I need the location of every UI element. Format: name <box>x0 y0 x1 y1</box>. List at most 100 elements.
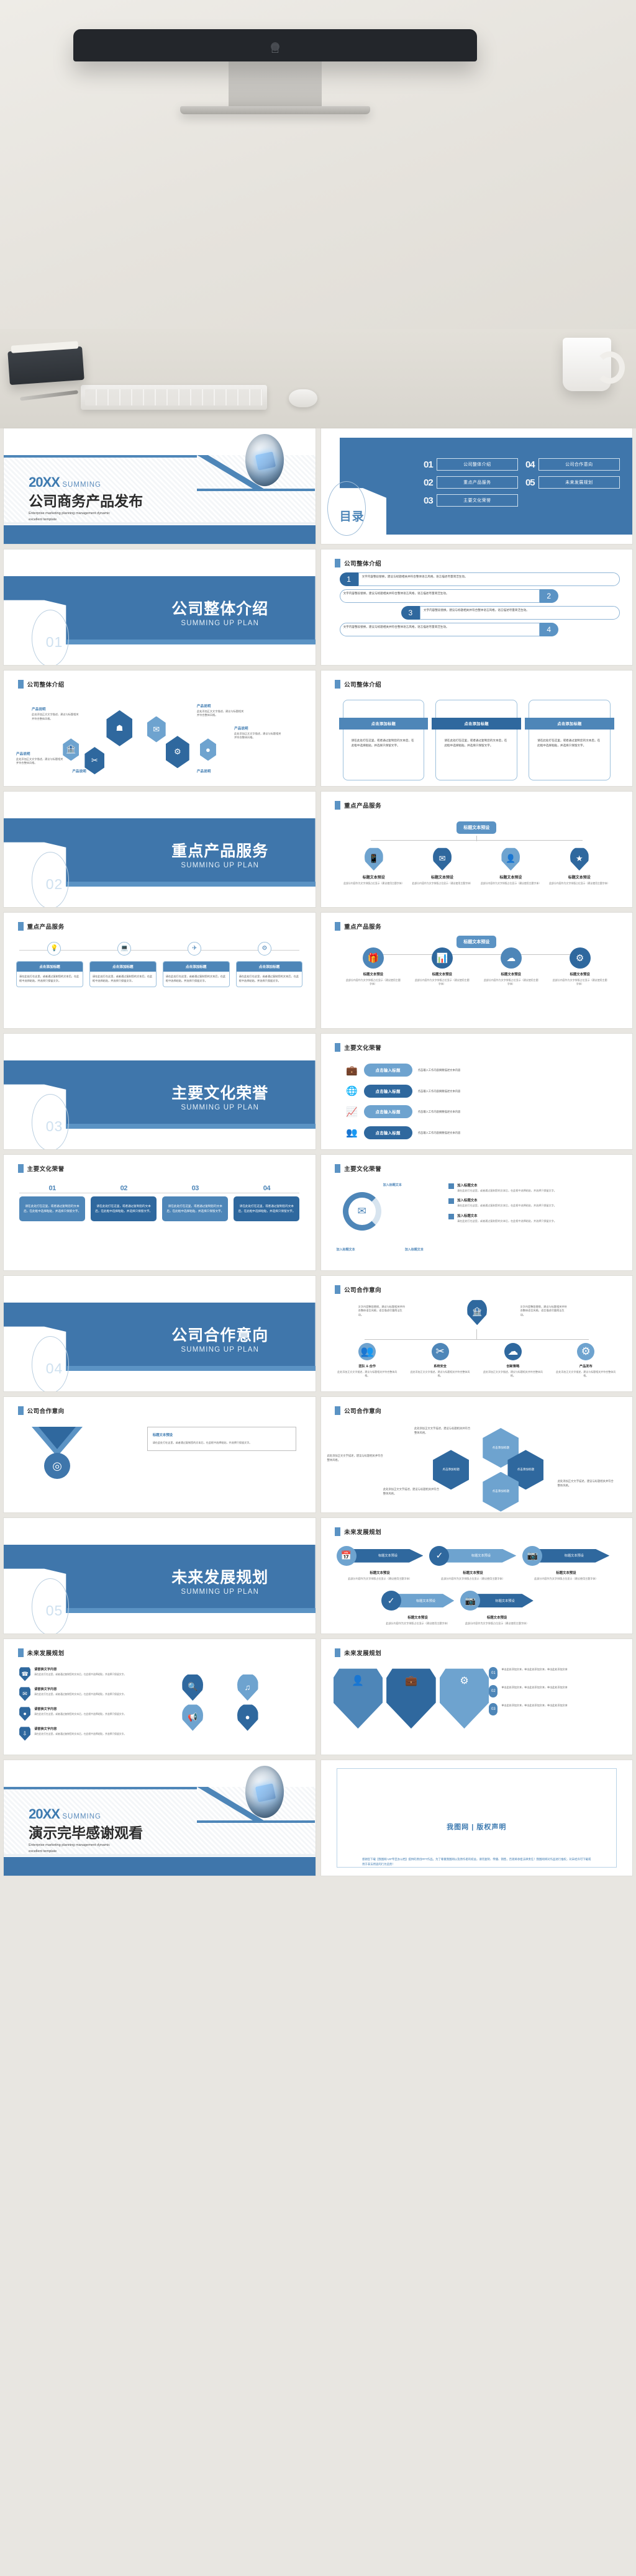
big-pin[interactable]: 💼 <box>386 1667 436 1729</box>
thumb-cooperation-award[interactable]: 公司合作意向 ◎ 标题文本预设 请在此处打在这里，或者通过复制您的文本后，在此框… <box>4 1397 316 1512</box>
toc-item[interactable]: 04 公司合作意向 <box>525 458 620 471</box>
toc-button[interactable]: 重点产品服务 <box>436 476 518 489</box>
arrow-item[interactable]: 📅标题文本预设 标题文本预设 此部分内容作为文字排版占位显示（建议使用主题字体） <box>336 1545 424 1581</box>
thumb-intro-cards[interactable]: 公司整体介绍 点击添加标题 请在此处打在这里，或者通过复制您的文本后，在此框中选… <box>320 671 632 786</box>
honor-row[interactable]: 💼 点击输入标题 点击输入工作内容摘要描述文本内容 <box>346 1064 614 1077</box>
arrow-title: 标题文本预设 <box>407 1616 428 1620</box>
thumb-section-01[interactable]: 01 公司整体介绍 SUMMING UP PLAN <box>4 549 316 665</box>
list-item[interactable]: ● 请替换文字内容 请在此处打在这里，或者通过复制您的文本后，在此框中选择粘贴，… <box>19 1707 163 1721</box>
thumb-section-02[interactable]: 02 重点产品服务 SUMMING UP PLAN <box>4 792 316 907</box>
toc-item[interactable]: 03 主要文化荣誉 <box>424 494 518 507</box>
toc-item[interactable]: 02 重点产品服务 <box>424 476 518 489</box>
list-item[interactable]: 加入标题文本 请在此处打在这里，或者通过复制您的文本后，在此框中选择粘贴，并选择… <box>448 1183 617 1193</box>
thumb-section-05[interactable]: 05 未来发展规划 SUMMING UP PLAN <box>4 1518 316 1634</box>
thumb-future-arrows[interactable]: 未来发展规划 📅标题文本预设 标题文本预设 此部分内容作为文字排版占位显示（建议… <box>320 1518 632 1634</box>
thumb-intro-hexagons[interactable]: 公司整体介绍 ☗ ✉ ⚙ ● 🏦 ✂ 产品说明 此处添加正文文字描述，建议与标题… <box>4 671 316 786</box>
chip[interactable]: 01 请在此处打在这里，或者通过复制您的文本后，在此框中选择粘贴，并选择只保留文… <box>19 1185 86 1221</box>
thumb-future-bigpins[interactable]: 未来发展规划 👤 💼 ⚙ 01 单击此处添加文本，单击此处添加文本，单击此处添加… <box>320 1639 632 1755</box>
toc-button[interactable]: 公司合作意向 <box>538 458 620 471</box>
tree-node[interactable]: 📱 标题文本预设 此部分内容作为文字排版占位显示（建议使用主题字体） <box>343 847 404 885</box>
honor-row[interactable]: 📈 点击输入标题 点击输入工作内容摘要描述文本内容 <box>346 1105 614 1119</box>
list-item[interactable]: ☎ 请替换文字内容 请在此处打在这里，或者通过复制您的文本后，在此框中选择粘贴，… <box>19 1667 163 1681</box>
mouse <box>289 389 317 407</box>
arrow-item[interactable]: 📷标题文本预设 标题文本预设 此部分内容作为文字排版占位显示（建议使用主题字体） <box>460 1591 534 1626</box>
thumb-section-03[interactable]: 03 主要文化荣誉 SUMMING UP PLAN <box>4 1034 316 1149</box>
node-label: 标题文本预设 <box>431 876 454 880</box>
zigzag-row[interactable]: 4 文字内容整段替换，建议与标题相关并符合整体语言风格，语言描述尽量简洁生动。 <box>339 623 558 637</box>
tree-node[interactable]: 👤 标题文本预设 此部分内容作为文字排版占位显示（建议使用主题字体） <box>481 847 541 885</box>
honor-button[interactable]: 点击输入标题 <box>363 1126 412 1139</box>
list-item[interactable]: ⇩ 请替换文字内容 请在此处打在这里，或者通过复制您的文本后，在此框中选择粘贴，… <box>19 1727 163 1741</box>
thumb-ending-cover[interactable]: 20XX SUMMING 演示完毕感谢观看 Enterprise marketi… <box>4 1760 316 1876</box>
circle-node[interactable]: 📊 标题文本预设 此部分内容作为文字排版占位显示（建议使用主题字体） <box>415 947 470 987</box>
list-item[interactable]: ✉ 请替换文字内容 请在此处打在这里，或者通过复制您的文本后，在此框中选择粘贴，… <box>19 1687 163 1701</box>
thumb-honor-chips[interactable]: 主要文化荣誉 01 请在此处打在这里，或者通过复制您的文本后，在此框中选择粘贴，… <box>4 1155 316 1270</box>
thumb-copyright[interactable]: 我图网 | 版权声明 感谢您下载【我图网-VIP专区办公档】提供的原创PPT作品… <box>320 1760 632 1876</box>
hexflow-item[interactable]: 点击添加标题 <box>483 1471 519 1512</box>
thumb-cooperation-hexflow[interactable]: 公司合作意向 点击添加标题 点击添加标题 点击添加标题 点击添加标题 此处添加正… <box>320 1397 632 1512</box>
honor-button[interactable]: 点击输入标题 <box>363 1064 412 1077</box>
hexflow-item[interactable]: 点击添加标题 <box>507 1450 544 1490</box>
card[interactable]: 点击添加标题 请在此处打在这里，或者通过复制您的文本后，在此框中选择粘贴，并选择… <box>432 699 522 780</box>
list-item[interactable]: 01 单击此处添加文本，单击此处添加文本，单击此处添加文本 <box>489 1666 620 1679</box>
big-pin[interactable]: 👤 <box>333 1667 383 1729</box>
toc-item[interactable]: 01 公司整体介绍 <box>424 458 518 471</box>
thumb-product-circles[interactable]: 重点产品服务 标题文本预设 🎁 标题文本预设 此部分内容作为文字排版占位显示（建… <box>320 913 632 1028</box>
list-item[interactable]: 03 单击此处添加文本，单击此处添加文本，单击此处添加文本 <box>489 1702 620 1715</box>
arrow-item[interactable]: 📷标题文本预设 标题文本预设 此部分内容作为文字排版占位显示（建议使用主题字体） <box>522 1545 610 1581</box>
circle-node[interactable]: ⚙ 标题文本预设 此部分内容作为文字排版占位显示（建议使用主题字体） <box>552 947 607 987</box>
thumb-cooperation-org[interactable]: 公司合作意向 🏦 文字内容整段替换，建议与标题相关并符合整体语言风格，语言描述尽… <box>320 1276 632 1391</box>
tree-node[interactable]: ★ 标题文本预设 此部分内容作为文字排版占位显示（建议使用主题字体） <box>549 847 609 885</box>
circle-node[interactable]: ☁ 标题文本预设 此部分内容作为文字排版占位显示（建议使用主题字体） <box>483 947 538 987</box>
tree-node[interactable]: ✉ 标题文本预设 此部分内容作为文字排版占位显示（建议使用主题字体） <box>412 847 473 885</box>
thumb-section-04[interactable]: 04 公司合作意向 SUMMING UP PLAN <box>4 1276 316 1391</box>
list-item[interactable]: 加入标题文本 请在此处打在这里，或者通过复制您的文本后，在此框中选择粘贴，并选择… <box>448 1213 617 1224</box>
header-title: 重点产品服务 <box>27 923 65 931</box>
thumb-honor-donut[interactable]: 主要文化荣誉 ✉ 加入标题文本 加入标题文本 加入标题文本 加入标题文本 请在此… <box>320 1155 632 1270</box>
circle-node[interactable]: 🎁 标题文本预设 此部分内容作为文字排版占位显示（建议使用主题字体） <box>346 947 401 987</box>
thumb-intro-zigzag[interactable]: 公司整体介绍 1 文字内容整段替换，建议与标题相关并符合整体语言风格，语言描述尽… <box>320 549 632 665</box>
thumb-product-timeline[interactable]: 重点产品服务 💡 💻 ✈ ⚙ 点击添加标题 请在此处打在这里，或者通过复制您的文… <box>4 913 316 1028</box>
card[interactable]: 点击添加标题 请在此处打在这里，或者通过复制您的文本后，在此框中选择粘贴，并选择… <box>338 699 429 780</box>
zigzag-row[interactable]: 2 文字内容整段替换，建议与标题相关并符合整体语言风格，语言描述尽量简洁生动。 <box>339 589 558 603</box>
zigzag-row[interactable]: 1 文字内容整段替换，建议与标题相关并符合整体语言风格，语言描述尽量简洁生动。 <box>339 572 620 587</box>
list-item[interactable]: 02 单击此处添加文本，单击此处添加文本，单击此处添加文本 <box>489 1684 620 1697</box>
copyright-frame: 我图网 | 版权声明 感谢您下载【我图网-VIP专区办公档】提供的原创PPT作品… <box>336 1768 617 1868</box>
hexflow-note: 此处添加正文文字描述，建议与标题相关并符合整体风格。 <box>327 1453 383 1462</box>
honor-row[interactable]: 👥 点击输入标题 点击输入工作内容摘要描述文本内容 <box>346 1126 614 1139</box>
timeline-card[interactable]: 点击添加标题 请在此处打在这里，或者通过复制您的文本后，在此框中选择粘贴，并选择… <box>235 961 303 987</box>
thumb-future-pinlist[interactable]: 未来发展规划 ☎ 请替换文字内容 请在此处打在这里，或者通过复制您的文本后，在此… <box>4 1639 316 1755</box>
org-node[interactable]: ✂ 系统安全 此处添加正文文字描述，建议与标题相关并符合整体风格。 <box>409 1342 471 1378</box>
donut-label: 加入标题文本 <box>404 1247 424 1252</box>
thumb-table-of-contents[interactable]: 目录 01 公司整体介绍 04 公司合作意向 02 重点产品服务 05 未来发展… <box>320 428 632 544</box>
toc-item[interactable]: 05 未来发展规划 <box>525 476 620 489</box>
timeline-card[interactable]: 点击添加标题 请在此处打在这里，或者通过复制您的文本后，在此框中选择粘贴，并选择… <box>16 961 83 987</box>
timeline-card[interactable]: 点击添加标题 请在此处打在这里，或者通过复制您的文本后，在此框中选择粘贴，并选择… <box>162 961 230 987</box>
honor-row[interactable]: 🌐 点击输入标题 点击输入工作内容摘要描述文本内容 <box>346 1084 614 1098</box>
circles-root-label[interactable]: 标题文本预设 <box>457 936 497 949</box>
arrow-item[interactable]: ✓标题文本预设 标题文本预设 此部分内容作为文字排版占位显示（建议使用主题字体） <box>429 1545 517 1581</box>
org-node[interactable]: ☁ 创新策略 此处添加正文文字描述，建议与标题相关并符合整体风格。 <box>482 1342 543 1378</box>
org-node[interactable]: 👥 团队 & 合作 此处添加正文文字描述，建议与标题相关并符合整体风格。 <box>337 1342 398 1378</box>
tree-root-label[interactable]: 标题文本预设 <box>457 821 497 834</box>
timeline-card[interactable]: 点击添加标题 请在此处打在这里，或者通过复制您的文本后，在此框中选择粘贴，并选择… <box>89 961 157 987</box>
arrow-item[interactable]: ✓标题文本预设 标题文本预设 此部分内容作为文字排版占位显示（建议使用主题字体） <box>381 1591 455 1626</box>
chip[interactable]: 04 请在此处打在这里，或者通过复制您的文本后，在此框中选择粘贴，并选择只保留文… <box>234 1185 300 1221</box>
card[interactable]: 点击添加标题 请在此处打在这里，或者通过复制您的文本后，在此框中选择粘贴，并选择… <box>525 699 614 780</box>
thumb-cover[interactable]: 20XX SUMMING 公司商务产品发布 Enterprise marketi… <box>4 428 316 544</box>
list-item[interactable]: 加入标题文本 请在此处打在这里，或者通过复制您的文本后，在此框中选择粘贴，并选择… <box>448 1198 617 1208</box>
honor-button[interactable]: 点击输入标题 <box>363 1105 412 1119</box>
toc-button[interactable]: 公司整体介绍 <box>436 458 518 471</box>
note-box[interactable]: 标题文本预设 请在此处打在这里，或者通过复制您的文本后，在此框中选择粘贴，并选择… <box>147 1427 297 1451</box>
org-node[interactable]: ⚙ 产品发布 此处添加正文文字描述，建议与标题相关并符合整体风格。 <box>555 1342 617 1378</box>
zigzag-row[interactable]: 3 文字内容整段替换，建议与标题相关并符合整体语言风格，语言描述尽量简洁生动。 <box>401 606 620 620</box>
toc-button[interactable]: 未来发展规划 <box>538 476 620 489</box>
chip[interactable]: 02 请在此处打在这里，或者通过复制您的文本后，在此框中选择粘贴，并选择只保留文… <box>91 1185 157 1221</box>
thumb-honor-rows[interactable]: 主要文化荣誉 💼 点击输入标题 点击输入工作内容摘要描述文本内容 🌐 点击输入标… <box>320 1034 632 1149</box>
hexflow-item[interactable]: 点击添加标题 <box>433 1450 470 1490</box>
honor-button[interactable]: 点击输入标题 <box>363 1084 412 1098</box>
toc-button[interactable]: 主要文化荣誉 <box>436 494 518 507</box>
chip[interactable]: 03 请在此处打在这里，或者通过复制您的文本后，在此框中选择粘贴，并选择只保留文… <box>162 1185 229 1221</box>
thumb-product-tree[interactable]: 重点产品服务 标题文本预设 📱 标题文本预设 此部分内容作为文字排版占位显示（建… <box>320 792 632 907</box>
big-pin[interactable]: ⚙ <box>439 1667 489 1729</box>
